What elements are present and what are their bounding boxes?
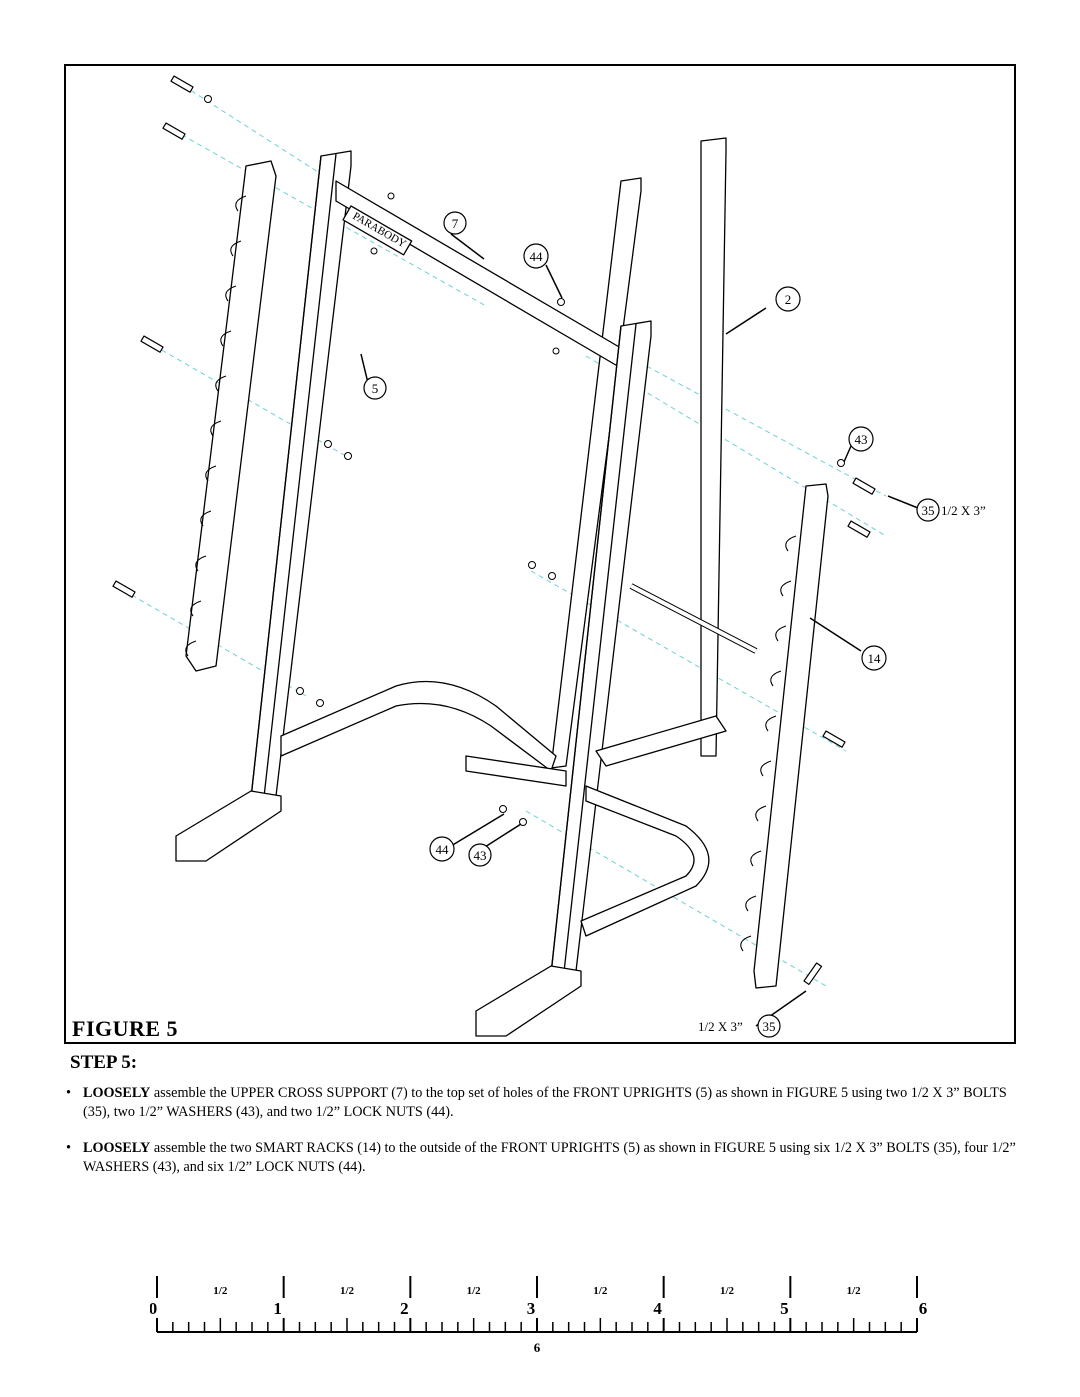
upper-cross-support — [335, 180, 627, 372]
right-base-foot — [475, 965, 582, 1037]
ruler-half-label: 1/2 — [720, 1285, 735, 1297]
ruler-half-label: 1/2 — [593, 1285, 608, 1297]
callout-5: 5 — [363, 376, 387, 400]
washers-nuts — [204, 95, 845, 826]
base-cross-member — [465, 755, 567, 787]
ruler-major-label: 0 — [150, 1299, 157, 1318]
callout-14: 14 — [861, 645, 887, 671]
parabody-logo-plate — [342, 205, 413, 256]
svg-text:7: 7 — [452, 216, 459, 231]
emphasis-loosely: LOOSELY — [83, 1085, 151, 1101]
svg-text:35: 35 — [763, 1019, 776, 1034]
instruction-text: assemble the UPPER CROSS SUPPORT (7) to … — [83, 1085, 1007, 1120]
svg-text:43: 43 — [474, 848, 487, 863]
instruction-bullet-2: • LOOSELY assemble the two SMART RACKS (… — [66, 1139, 1026, 1177]
ruler-unit-label: 6 — [534, 1340, 541, 1355]
inch-ruler: 0 1/2 1 1/2 2 1/2 3 1/2 4 1/2 5 1/2 6 6 — [150, 1276, 928, 1355]
left-smart-rack — [185, 160, 277, 672]
ruler-major-label: 2 — [400, 1299, 409, 1318]
svg-text:43: 43 — [855, 432, 868, 447]
callout-35-right: 35 1/2 X 3” — [916, 498, 986, 522]
callout-35-lower: 1/2 X 3” 35 — [698, 1014, 781, 1038]
ruler-major-label: 5 — [780, 1299, 789, 1318]
bullet-dot: • — [66, 1140, 71, 1156]
svg-text:5: 5 — [372, 381, 379, 396]
ruler-major-label: 3 — [527, 1299, 536, 1318]
bullet-dot: • — [66, 1085, 71, 1101]
callout-44-upper: 44 — [523, 243, 549, 269]
right-rack-hooks — [740, 535, 797, 952]
svg-text:1/2 X 3”: 1/2 X 3” — [941, 503, 986, 518]
base-frame-rear — [280, 680, 557, 772]
right-smart-rack — [753, 483, 829, 989]
callout-43-right: 43 — [848, 426, 874, 452]
svg-text:44: 44 — [530, 249, 544, 264]
ruler-half-label: 1/2 — [213, 1285, 228, 1297]
rear-base-member — [595, 715, 727, 767]
power-rack-assembly-diagram: PARABODY — [112, 75, 986, 1038]
instruction-bullet-1: • LOOSELY assemble the UPPER CROSS SUPPO… — [66, 1084, 1026, 1122]
svg-text:35: 35 — [922, 503, 935, 518]
ruler-major-label: 4 — [653, 1299, 662, 1318]
ruler-major-label: 6 — [919, 1299, 928, 1318]
left-base-foot — [175, 790, 282, 862]
svg-text:14: 14 — [868, 651, 882, 666]
svg-text:1/2 X 3”: 1/2 X 3” — [698, 1019, 743, 1034]
callout-43-lower: 43 — [468, 843, 492, 867]
instruction-text: assemble the two SMART RACKS (14) to the… — [83, 1140, 1016, 1175]
step-heading: STEP 5: — [70, 1052, 138, 1073]
ruler-half-label: 1/2 — [847, 1285, 862, 1297]
svg-text:44: 44 — [436, 842, 450, 857]
callout-2: 2 — [775, 286, 801, 312]
figure-5-frame: PARABODY — [64, 64, 1016, 1044]
ruler-half-label: 1/2 — [340, 1285, 355, 1297]
callout-44-lower: 44 — [429, 836, 455, 862]
figure-caption: FIGURE 5 — [72, 1016, 179, 1041]
base-frame-front — [580, 785, 710, 937]
svg-text:2: 2 — [785, 292, 792, 307]
left-rack-hooks — [185, 195, 247, 657]
rear-upright — [700, 137, 727, 757]
ruler-half-label: 1/2 — [467, 1285, 482, 1297]
rear-upright-2 — [550, 177, 642, 769]
ruler-major-label: 1 — [273, 1299, 282, 1318]
bolts — [112, 75, 876, 986]
callout-7: 7 — [443, 211, 467, 235]
emphasis-loosely: LOOSELY — [83, 1140, 151, 1156]
